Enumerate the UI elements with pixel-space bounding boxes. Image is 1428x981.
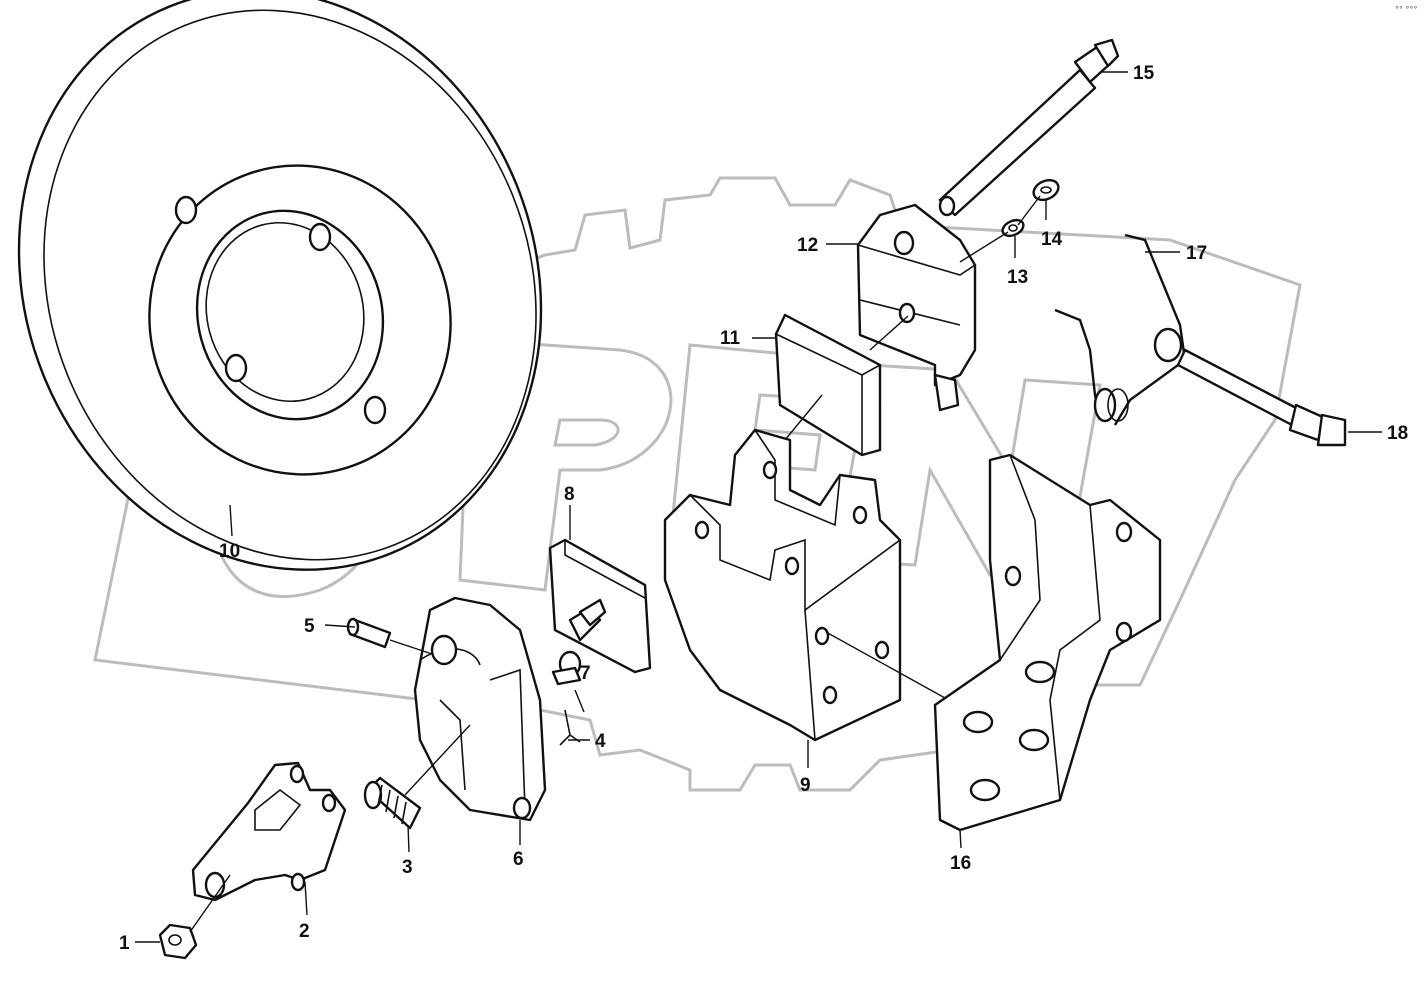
part-11-pad — [774, 313, 882, 457]
part-9-carrier — [663, 428, 902, 742]
part-14-nut — [1032, 178, 1060, 202]
part-18-bolt — [1176, 348, 1347, 447]
callout-5: 5 — [304, 616, 315, 637]
callout-labels: 15 14 13 12 17 11 18 8 10 5 7 4 9 6 3 16… — [119, 63, 1408, 954]
corner-note: °° °°° — [1395, 5, 1418, 14]
callout-7: 7 — [580, 663, 591, 684]
callout-8: 8 — [564, 484, 575, 505]
part-16-bracket — [933, 453, 1162, 832]
assembly-line-9-16 — [825, 631, 946, 699]
part-2-bracket — [191, 761, 347, 902]
callout-12: 12 — [797, 235, 818, 256]
callout-17: 17 — [1186, 243, 1207, 264]
callout-2: 2 — [299, 921, 310, 942]
callout-6: 6 — [513, 849, 524, 870]
callout-10: 10 — [219, 541, 240, 562]
part-12-bracket — [856, 203, 977, 412]
callout-9: 9 — [800, 775, 811, 796]
callout-16: 16 — [950, 853, 971, 874]
part-5-pin — [346, 617, 433, 655]
part-17-spring — [1054, 233, 1187, 426]
callout-14: 14 — [1041, 229, 1063, 250]
part-7-pin — [551, 650, 582, 686]
assembly-line-11-12 — [784, 315, 909, 441]
callout-18: 18 — [1387, 423, 1408, 444]
assembly-line-13-14 — [959, 195, 1041, 263]
callout-15: 15 — [1133, 63, 1155, 84]
callout-4: 4 — [595, 731, 606, 752]
part-6-caliper — [413, 596, 547, 822]
callout-3: 3 — [402, 857, 413, 878]
part-1-nut — [158, 874, 231, 960]
part-3-spring — [363, 724, 471, 830]
part-4-clip — [559, 709, 581, 746]
callout-leaders — [135, 71, 1382, 943]
part-10-brake-disc — [17, 0, 543, 571]
callout-11: 11 — [720, 328, 741, 349]
part-15-bolt — [938, 38, 1120, 217]
part-8-pad — [548, 538, 652, 674]
callout-1: 1 — [119, 933, 130, 954]
callout-13: 13 — [1007, 267, 1028, 288]
